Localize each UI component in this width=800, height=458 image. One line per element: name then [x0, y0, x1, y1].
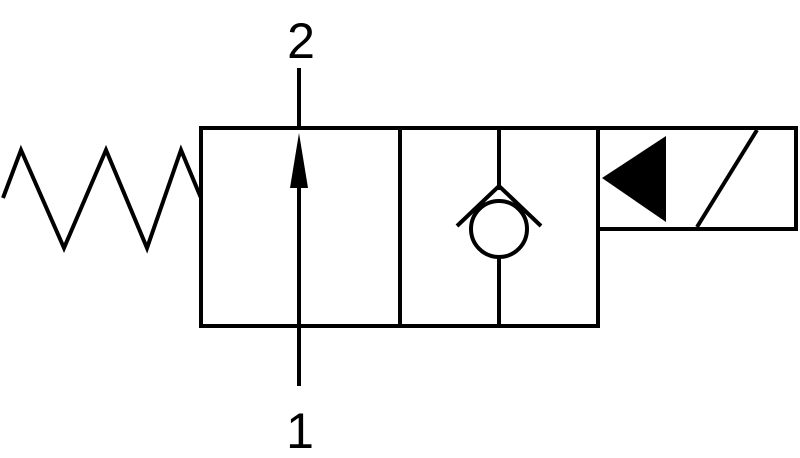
port-label-bottom: 1	[286, 403, 314, 458]
solenoid-icon	[596, 126, 798, 231]
check-valve-icon	[455, 128, 543, 326]
solenoid-triangle	[602, 136, 666, 222]
spring-icon	[1, 144, 203, 254]
port-label-top: 2	[287, 13, 315, 69]
flow-arrow-icon	[290, 68, 308, 386]
solenoid-slash	[695, 128, 759, 229]
check-valve-seat	[455, 183, 543, 228]
check-valve-ball	[469, 199, 529, 259]
valve-body	[199, 126, 600, 328]
flow-arrowhead-icon	[290, 133, 308, 188]
solenoid-box	[596, 126, 798, 231]
